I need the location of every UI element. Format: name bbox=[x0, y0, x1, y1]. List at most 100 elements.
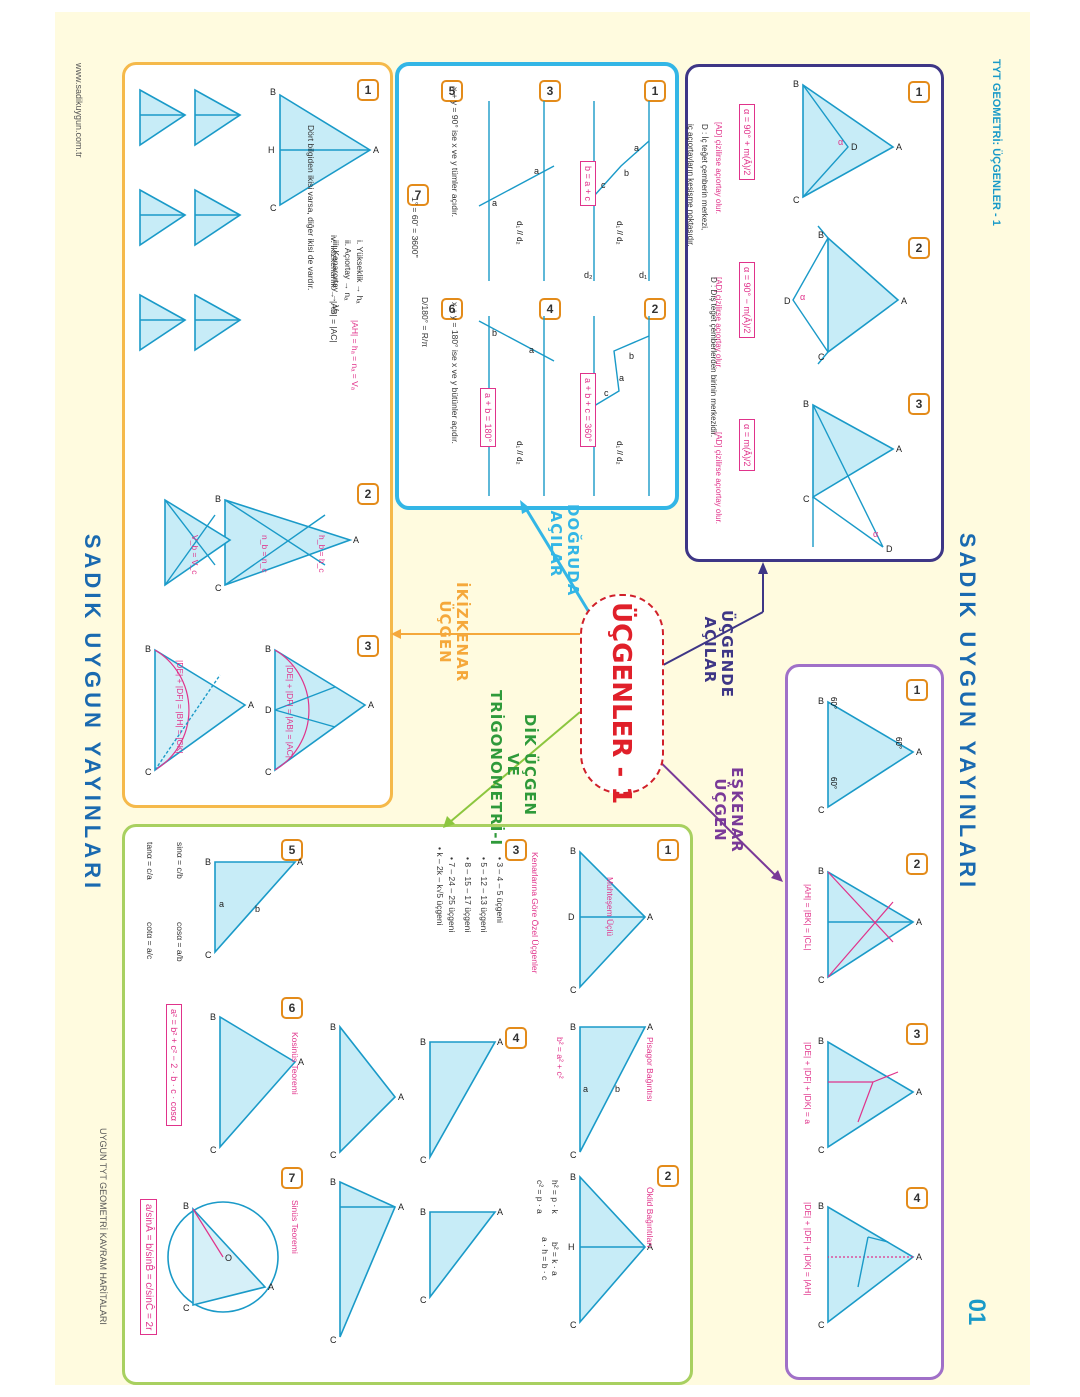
svg-text:a: a bbox=[219, 899, 224, 909]
svg-text:B: B bbox=[570, 1022, 576, 1032]
svg-text:A: A bbox=[353, 535, 359, 545]
rt-item-1-number: 1 bbox=[657, 839, 679, 861]
svg-text:A: A bbox=[298, 1057, 304, 1067]
svg-text:C: C bbox=[818, 1320, 825, 1330]
iso-item-2-number: 2 bbox=[357, 483, 379, 505]
svg-text:O: O bbox=[225, 1253, 232, 1263]
svg-text:C: C bbox=[803, 494, 810, 504]
rt-item-5-number: 5 bbox=[281, 839, 303, 861]
svg-text:C: C bbox=[330, 1150, 337, 1160]
svg-text:α: α bbox=[873, 529, 878, 539]
svg-text:H: H bbox=[268, 145, 275, 155]
branch-dogruda-label-2: AÇILAR bbox=[547, 510, 565, 578]
rt-fig-15-75: A B C bbox=[330, 1177, 404, 1345]
rt-item-2-number: 2 bbox=[657, 1165, 679, 1187]
lines-fig-3: aa bbox=[478, 101, 555, 281]
branch-ikizkenar-label-1: İKİZKENAR bbox=[453, 582, 471, 683]
lines-item-5-number: 5 bbox=[441, 80, 463, 102]
svg-text:B: B bbox=[818, 230, 824, 240]
svg-text:C: C bbox=[570, 1320, 577, 1330]
svg-text:C: C bbox=[570, 985, 577, 995]
svg-text:A: A bbox=[398, 1202, 404, 1212]
svg-text:C: C bbox=[330, 1335, 337, 1345]
svg-text:A: A bbox=[916, 1252, 922, 1262]
svg-text:B: B bbox=[420, 1207, 426, 1217]
branch-eskenar-label-1: EŞKENAR bbox=[728, 767, 746, 853]
svg-text:b: b bbox=[492, 328, 497, 338]
svg-text:B: B bbox=[803, 399, 809, 409]
svg-text:A: A bbox=[916, 1087, 922, 1097]
svg-text:A: A bbox=[373, 145, 379, 155]
svg-text:D: D bbox=[886, 544, 893, 554]
center-title: ÜÇGENLER - 1 bbox=[606, 602, 636, 805]
svg-text:C: C bbox=[183, 1303, 190, 1313]
svg-text:C: C bbox=[420, 1155, 427, 1165]
svg-text:C: C bbox=[793, 195, 800, 205]
rt-fig-30-30-120: ABC bbox=[330, 1022, 404, 1160]
svg-text:B: B bbox=[818, 866, 824, 876]
angles-item-3-number: 3 bbox=[908, 393, 930, 415]
rt-item-3-number: 3 bbox=[505, 839, 527, 861]
svg-text:α: α bbox=[838, 137, 843, 147]
svg-text:B: B bbox=[330, 1177, 336, 1187]
svg-text:C: C bbox=[215, 583, 222, 593]
rt-item-7-number: 7 bbox=[281, 1167, 303, 1189]
svg-text:B: B bbox=[145, 644, 151, 654]
svg-text:C: C bbox=[420, 1295, 427, 1305]
svg-text:a: a bbox=[534, 166, 539, 176]
svg-text:B: B bbox=[570, 846, 576, 856]
svg-text:a: a bbox=[619, 373, 624, 383]
svg-text:B: B bbox=[183, 1201, 189, 1211]
svg-text:d₂: d₂ bbox=[584, 270, 593, 280]
svg-text:b: b bbox=[629, 351, 634, 361]
rt-item-4-number: 4 bbox=[505, 1027, 527, 1049]
svg-text:a: a bbox=[634, 143, 639, 153]
svg-text:B: B bbox=[265, 644, 271, 654]
center-cloud bbox=[580, 594, 664, 794]
svg-text:A: A bbox=[647, 1242, 653, 1252]
svg-text:C: C bbox=[818, 352, 825, 362]
svg-text:D: D bbox=[784, 296, 791, 306]
angles-item-1-number: 1 bbox=[908, 81, 930, 103]
rt-fig-45: ABC bbox=[420, 1207, 503, 1305]
branch-dik-label-3: TRİGONOMETRİ-I bbox=[487, 690, 505, 847]
svg-text:C: C bbox=[270, 203, 277, 213]
eq-fig-3: ABC bbox=[818, 1036, 922, 1155]
svg-text:A: A bbox=[248, 700, 254, 710]
svg-text:A: A bbox=[368, 700, 374, 710]
branch-dogruda-label-1: DOĞRUDA bbox=[564, 504, 582, 597]
branch-dik-label-2: VE bbox=[504, 753, 522, 777]
svg-text:A: A bbox=[916, 917, 922, 927]
angles-item-2-number: 2 bbox=[908, 237, 930, 259]
svg-text:C: C bbox=[570, 1150, 577, 1160]
svg-text:A: A bbox=[297, 857, 303, 867]
eq-fig-2: ABC bbox=[818, 866, 922, 985]
svg-text:A: A bbox=[647, 912, 653, 922]
iso-fig-2b bbox=[164, 498, 232, 587]
branch-eskenar-label-2: ÜÇGEN bbox=[711, 778, 729, 842]
svg-text:A: A bbox=[916, 747, 922, 757]
eq-fig-4: ABC bbox=[818, 1201, 922, 1330]
svg-text:A: A bbox=[896, 444, 902, 454]
svg-text:B: B bbox=[793, 79, 799, 89]
svg-text:C: C bbox=[205, 950, 212, 960]
svg-text:A: A bbox=[398, 1092, 404, 1102]
branch-dik-label-1: DİK ÜÇGEN bbox=[521, 713, 539, 817]
rt-fig-cos-law: ABC bbox=[210, 1012, 304, 1155]
rt-item-6-number: 6 bbox=[281, 997, 303, 1019]
svg-text:B: B bbox=[205, 857, 211, 867]
rt-fig-trig: A B C b a bbox=[205, 857, 303, 960]
svg-text:B: B bbox=[818, 696, 824, 706]
svg-text:b: b bbox=[255, 904, 260, 914]
svg-text:a: a bbox=[583, 1084, 588, 1094]
svg-text:a: a bbox=[492, 198, 497, 208]
svg-text:B: B bbox=[818, 1036, 824, 1046]
